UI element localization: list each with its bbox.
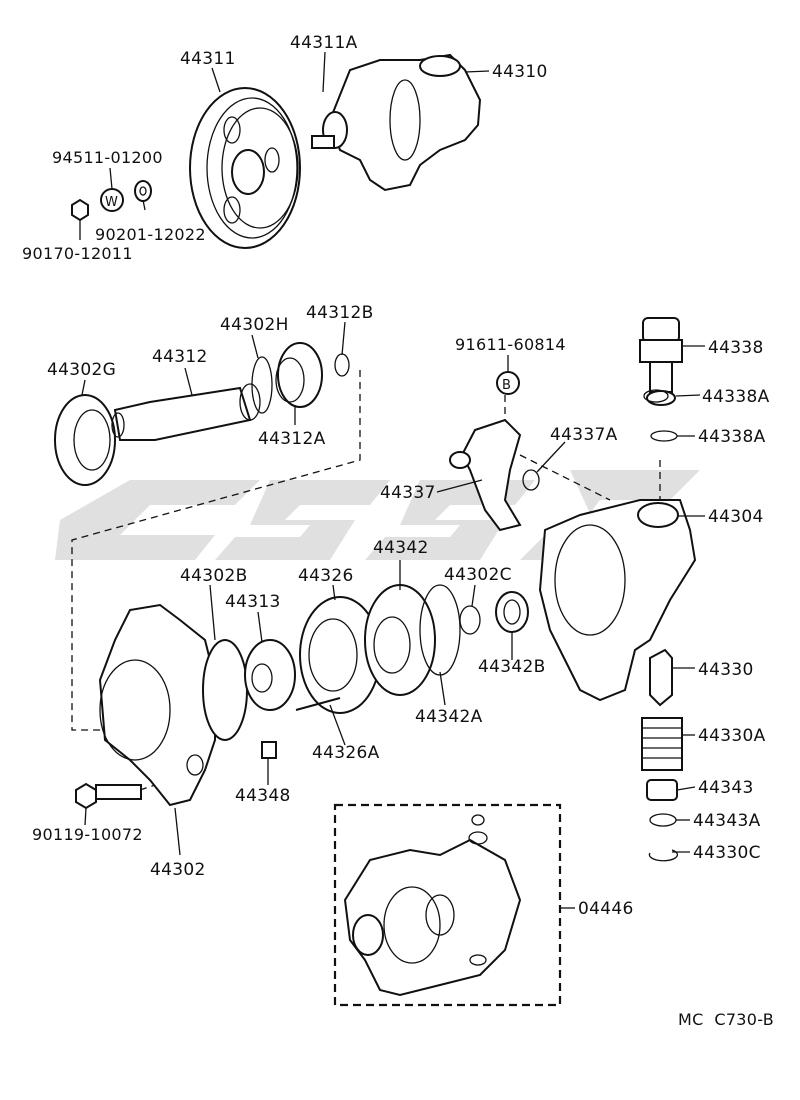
label-44338: 44338: [708, 338, 764, 358]
ring-44312B: [334, 353, 350, 377]
pulley-44311: [189, 87, 301, 249]
label-44326: 44326: [298, 566, 354, 586]
snap-ring-44330C: [648, 849, 679, 862]
pin-44326A: [295, 697, 341, 711]
washer-90201-12022: [134, 180, 152, 202]
label-44312A: 44312A: [258, 429, 326, 449]
gasket-kit-04446: [333, 803, 562, 1007]
label-44310: 44310: [492, 62, 548, 82]
label-44302: 44302: [150, 860, 206, 880]
o-ring-44343A: [649, 813, 677, 827]
spring-44330A: [641, 717, 683, 771]
part-labels: 44311 44311A 44310 94511-01200 90201-120…: [22, 33, 774, 1029]
diagram-reference-code: MC C730-B: [678, 1010, 774, 1029]
valve-44330: [649, 648, 673, 707]
label-91611-60814: 91611-60814: [455, 335, 566, 354]
rotor-44313: [244, 639, 296, 711]
label-90170-12011: 90170-12011: [22, 244, 133, 263]
pump-body-44310: [311, 53, 482, 192]
label-44348: 44348: [235, 786, 291, 806]
label-44311A: 44311A: [290, 33, 358, 53]
label-44326A: 44326A: [312, 743, 380, 763]
label-44330C: 44330C: [693, 843, 761, 863]
label-44343A: 44343A: [693, 811, 761, 831]
label-44311: 44311: [180, 49, 236, 69]
bracket-44337: [449, 418, 522, 532]
bolt-b-marker: B: [496, 371, 520, 395]
label-90201-12022: 90201-12022: [95, 225, 206, 244]
label-94511-01200: 94511-01200: [52, 148, 163, 167]
shaft-44312: [111, 383, 261, 441]
bearing-44312A: [275, 342, 323, 408]
plug-44343: [646, 779, 678, 801]
label-44304: 44304: [708, 507, 764, 527]
snap-ring-44302H: [251, 356, 273, 414]
label-44313: 44313: [225, 592, 281, 612]
label-44338A-1: 44338A: [702, 387, 770, 407]
label-44338A-2: 44338A: [698, 427, 766, 447]
label-44302B: 44302B: [180, 566, 248, 586]
label-44337: 44337: [380, 483, 436, 503]
label-04446: 04446: [578, 899, 634, 919]
label-44330: 44330: [698, 660, 754, 680]
rear-housing-44304: [538, 499, 697, 702]
label-44342: 44342: [373, 538, 429, 558]
washer-w-marker: W: [100, 188, 124, 212]
label-44330A: 44330A: [698, 726, 766, 746]
label-44312B: 44312B: [306, 303, 374, 323]
gasket-44338A-lower: [650, 430, 678, 442]
label-44342B: 44342B: [478, 657, 546, 677]
spring-44342B: [495, 591, 529, 633]
bolt-mark-label: B: [502, 378, 511, 393]
o-ring-44337A: [522, 469, 540, 491]
front-housing-44302: [98, 603, 216, 807]
label-44302G: 44302G: [47, 360, 116, 380]
washer-mark-label: W: [105, 195, 118, 210]
o-ring-44338A-upper: [643, 389, 669, 403]
nut-90170-12011: [71, 198, 89, 222]
label-44343: 44343: [698, 778, 754, 798]
label-44337A: 44337A: [550, 425, 618, 445]
o-ring-44302C: [459, 605, 481, 635]
bolt-90119-10072: [75, 782, 142, 810]
label-90119-10072: 90119-10072: [32, 825, 143, 844]
vane-44348: [261, 741, 277, 759]
label-44312: 44312: [152, 347, 208, 367]
leader-lines: [79, 51, 705, 909]
label-44302C: 44302C: [444, 565, 512, 585]
gasket-44302B: [202, 639, 248, 741]
oil-seal-44302G: [54, 394, 116, 486]
label-44342A: 44342A: [415, 707, 483, 727]
cam-ring-44326: [299, 596, 381, 714]
label-44302H: 44302H: [220, 315, 289, 335]
